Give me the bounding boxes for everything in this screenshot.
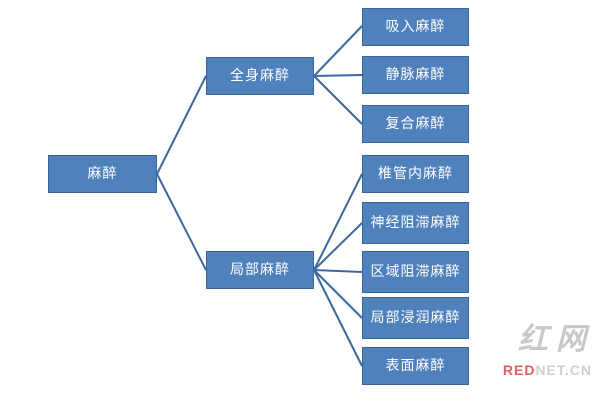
node-zhuiguan: 椎管内麻醉 [362, 155, 469, 193]
node-quyu-label: 区域阻滞麻醉 [370, 263, 461, 280]
connector-jubu-to-zhuiguan [313, 173, 363, 271]
connector-quanshen-to-xiru [313, 25, 363, 77]
watermark-logo: 红网 [518, 322, 594, 357]
node-quanshen: 全身麻醉 [206, 57, 314, 95]
watermark-red: RED [502, 362, 536, 378]
node-fuhe: 复合麻醉 [362, 105, 469, 143]
node-xiru-label: 吸入麻醉 [385, 18, 446, 35]
connector-jubu-to-quyu [313, 269, 363, 273]
node-fuhe-label: 复合麻醉 [385, 115, 446, 132]
connector-jubu-to-biaomian [313, 269, 363, 367]
node-jingmai-label: 静脉麻醉 [385, 66, 446, 83]
node-jubu: 局部麻醉 [206, 251, 314, 289]
node-shenjing-label: 神经阻滞麻醉 [370, 214, 461, 231]
node-root-label: 麻醉 [87, 165, 118, 182]
connector-quanshen-to-jingmai [313, 74, 363, 77]
node-jubujinrun-label: 局部浸润麻醉 [370, 309, 461, 326]
node-xiru: 吸入麻醉 [362, 8, 469, 46]
connector-root-to-quanshen [156, 75, 207, 175]
node-jingmai: 静脉麻醉 [362, 56, 469, 94]
node-zhuiguan-label: 椎管内麻醉 [378, 165, 453, 182]
watermark-text: REDNET.CN [503, 362, 592, 378]
node-jubujinrun: 局部浸润麻醉 [362, 297, 469, 339]
node-root: 麻醉 [48, 155, 157, 193]
node-biaomian: 表面麻醉 [362, 347, 469, 385]
connector-quanshen-to-fuhe [313, 75, 363, 125]
node-quyu: 区域阻滞麻醉 [362, 251, 469, 293]
node-biaomian-label: 表面麻醉 [385, 357, 446, 374]
node-jubu-label: 局部麻醉 [230, 261, 290, 278]
node-shenjing: 神经阻滞麻醉 [362, 202, 469, 244]
connector-jubu-to-shenjing [313, 222, 363, 271]
connector-root-to-jubu [156, 173, 207, 271]
watermark-rest: NET.CN [535, 362, 592, 378]
node-quanshen-label: 全身麻醉 [230, 67, 290, 84]
connector-jubu-to-jubujinrun [313, 269, 363, 319]
